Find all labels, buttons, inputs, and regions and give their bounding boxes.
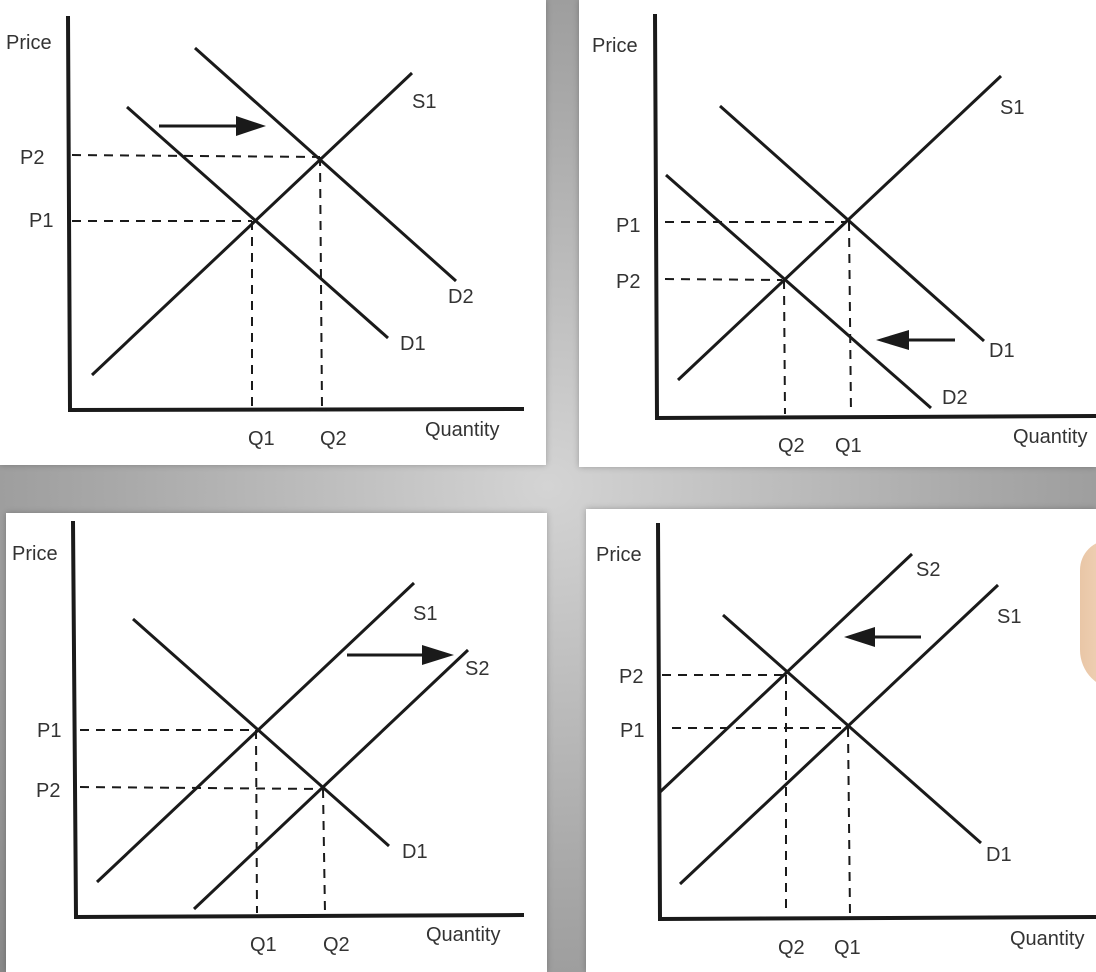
supply-curve-s1 <box>678 583 1000 886</box>
p2-label: P2 <box>619 666 643 688</box>
q2-label: Q2 <box>323 934 350 956</box>
q1-label: Q1 <box>250 934 277 956</box>
demand-decrease-diagram: Price Quantity P1 P2 Q2 Q1 S1 D1 D2 <box>579 0 1096 467</box>
axes <box>66 15 525 413</box>
s1-label: S1 <box>413 603 437 625</box>
p1-label: P1 <box>29 210 53 232</box>
d1-label: D1 <box>989 340 1015 362</box>
demand-curve-d2 <box>665 173 932 410</box>
p1-label: P1 <box>616 215 640 237</box>
presenter-hand <box>1080 540 1096 690</box>
shift-left-arrow-icon <box>844 627 875 647</box>
demand-curve-d1 <box>719 104 985 343</box>
supply-curve-s1 <box>676 74 1003 382</box>
q2-guide <box>319 156 323 409</box>
axes <box>656 522 1096 922</box>
supply-curve-s2 <box>192 648 470 911</box>
diagram-3-graphic: Price Quantity P1 P2 Q1 Q2 S1 S2 D1 <box>12 520 525 956</box>
supply-increase-diagram: Price Quantity P1 P2 Q1 Q2 S1 S2 D1 <box>6 513 547 972</box>
p2-guide <box>79 786 323 790</box>
q2-guide <box>322 788 326 914</box>
d1-label: D1 <box>400 333 426 355</box>
q2-label: Q2 <box>778 937 805 959</box>
s2-label: S2 <box>465 658 489 680</box>
s1-label: S1 <box>997 606 1021 628</box>
s1-label: S1 <box>1000 97 1024 119</box>
supply-curve-s1 <box>95 581 416 884</box>
q2-label: Q2 <box>320 428 347 450</box>
quantity-axis-label: Quantity <box>1010 928 1084 950</box>
quantity-axis-label: Quantity <box>426 924 500 946</box>
shift-right-arrow-icon <box>422 645 454 665</box>
p2-guide <box>664 278 783 281</box>
supply-decrease-diagram: Price Quantity P2 P1 Q2 Q1 S2 S1 D1 <box>586 509 1096 972</box>
s2-label: S2 <box>916 559 940 581</box>
q1-label: Q1 <box>835 435 862 457</box>
demand-curve-d1 <box>132 617 390 848</box>
p1-label: P1 <box>37 720 61 742</box>
shift-left-arrow-icon <box>876 330 909 350</box>
demand-curve-d1 <box>126 105 389 340</box>
p2-label: P2 <box>616 271 640 293</box>
demand-curve-d2 <box>194 46 457 283</box>
quantity-axis-label: Quantity <box>425 419 499 441</box>
d1-label: D1 <box>986 844 1012 866</box>
q1-guide <box>847 727 851 916</box>
p2-label: P2 <box>20 147 44 169</box>
supply-curve-s2 <box>658 552 914 794</box>
shift-right-arrow-icon <box>236 116 266 136</box>
q1-label: Q1 <box>248 428 275 450</box>
d2-label: D2 <box>942 387 968 409</box>
q2-label: Q2 <box>778 435 805 457</box>
price-axis-label: Price <box>592 35 638 57</box>
d1-label: D1 <box>402 841 428 863</box>
s1-label: S1 <box>412 91 436 113</box>
diagram-4-graphic: Price Quantity P2 P1 Q2 Q1 S2 S1 D1 <box>596 522 1096 959</box>
price-axis-label: Price <box>6 32 52 54</box>
q1-guide <box>848 221 852 415</box>
axes <box>653 13 1096 421</box>
supply-curve-s1 <box>90 71 414 377</box>
diagram-2-graphic: Price Quantity P1 P2 Q2 Q1 S1 D1 D2 <box>592 13 1096 457</box>
q1-label: Q1 <box>834 937 861 959</box>
q1-guide <box>255 729 258 914</box>
demand-curve-d1 <box>722 613 982 845</box>
price-axis-label: Price <box>12 543 58 565</box>
q2-guide <box>783 279 786 415</box>
quantity-axis-label: Quantity <box>1013 426 1087 448</box>
diagram-1-graphic: Price Quantity P2 P1 Q1 Q2 S1 D2 D1 <box>6 15 525 450</box>
p1-label: P1 <box>620 720 644 742</box>
p2-guide <box>71 154 321 158</box>
axes <box>71 520 525 920</box>
p2-label: P2 <box>36 780 60 802</box>
demand-increase-diagram: Price Quantity P2 P1 Q1 Q2 S1 D2 D1 <box>0 0 546 465</box>
price-axis-label: Price <box>596 544 642 566</box>
d2-label: D2 <box>448 286 474 308</box>
